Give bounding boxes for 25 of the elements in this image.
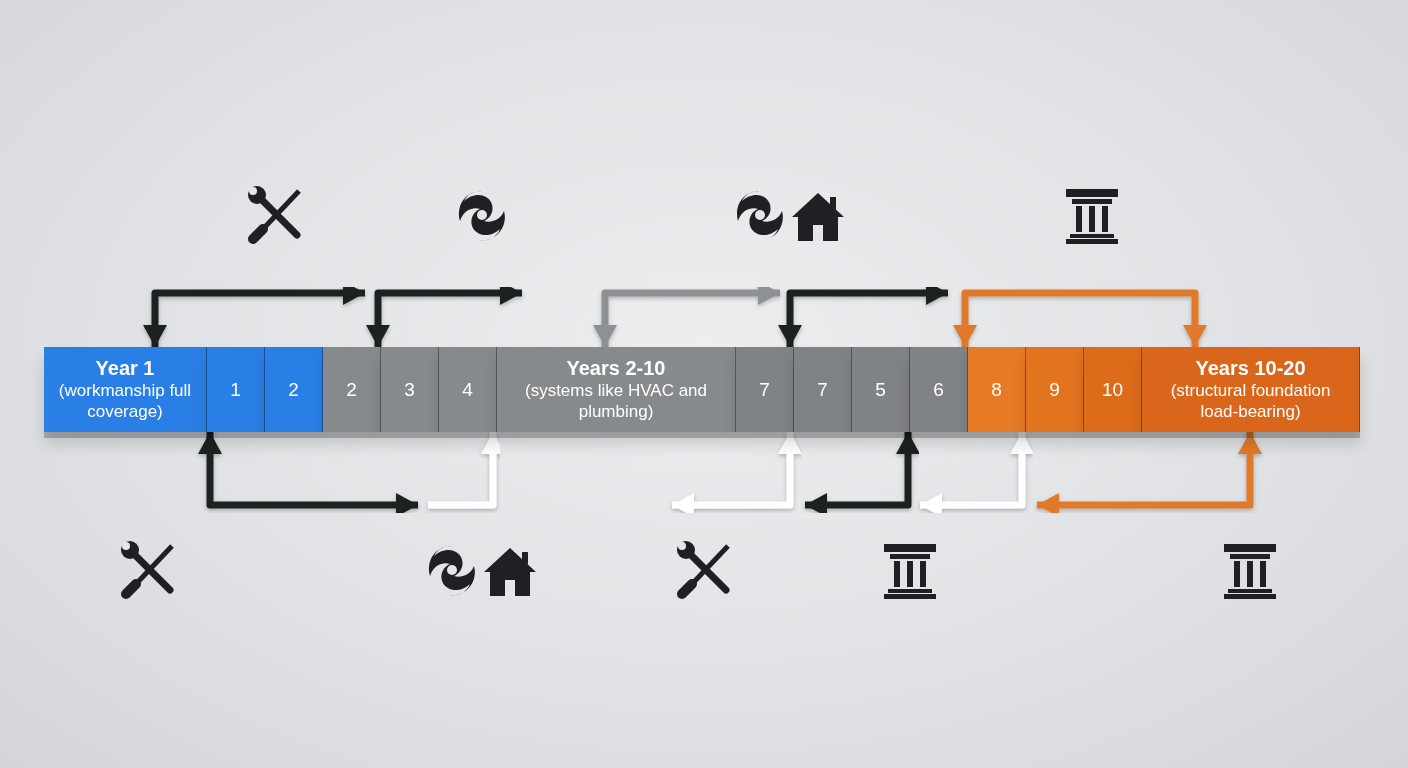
segment-description: (systems like HVAC and plumbing)	[524, 380, 708, 422]
timeline-segment: 5	[852, 347, 910, 432]
arrow	[672, 432, 802, 517]
segment-title: Years 10-20	[1194, 357, 1307, 380]
timeline-segment: 4	[439, 347, 497, 432]
arrow	[428, 432, 505, 509]
segment-description: (workmanship full coverage)	[57, 380, 193, 422]
segment-title: Year 1	[94, 357, 156, 380]
timeline-segment	[497, 347, 736, 432]
timeline-segment	[1142, 347, 1360, 432]
arrow	[920, 432, 1034, 517]
segment-title: Years 2-10	[565, 357, 667, 380]
timeline-segment: 10	[1084, 347, 1142, 432]
timeline-segment: 8	[968, 347, 1026, 432]
timeline-segment: 1	[207, 347, 265, 432]
timeline-segment: 2	[265, 347, 323, 432]
timeline-segment	[44, 347, 207, 432]
arrow	[953, 289, 1207, 347]
timeline-segment: 3	[381, 347, 439, 432]
timeline-segment: 6	[910, 347, 968, 432]
timeline-segment: 9	[1026, 347, 1084, 432]
timeline-segment: 7	[794, 347, 852, 432]
timeline-segment: 7	[736, 347, 794, 432]
timeline-segment: 2	[323, 347, 381, 432]
segment-description: (structural foundation load-bearing)	[1169, 380, 1332, 422]
